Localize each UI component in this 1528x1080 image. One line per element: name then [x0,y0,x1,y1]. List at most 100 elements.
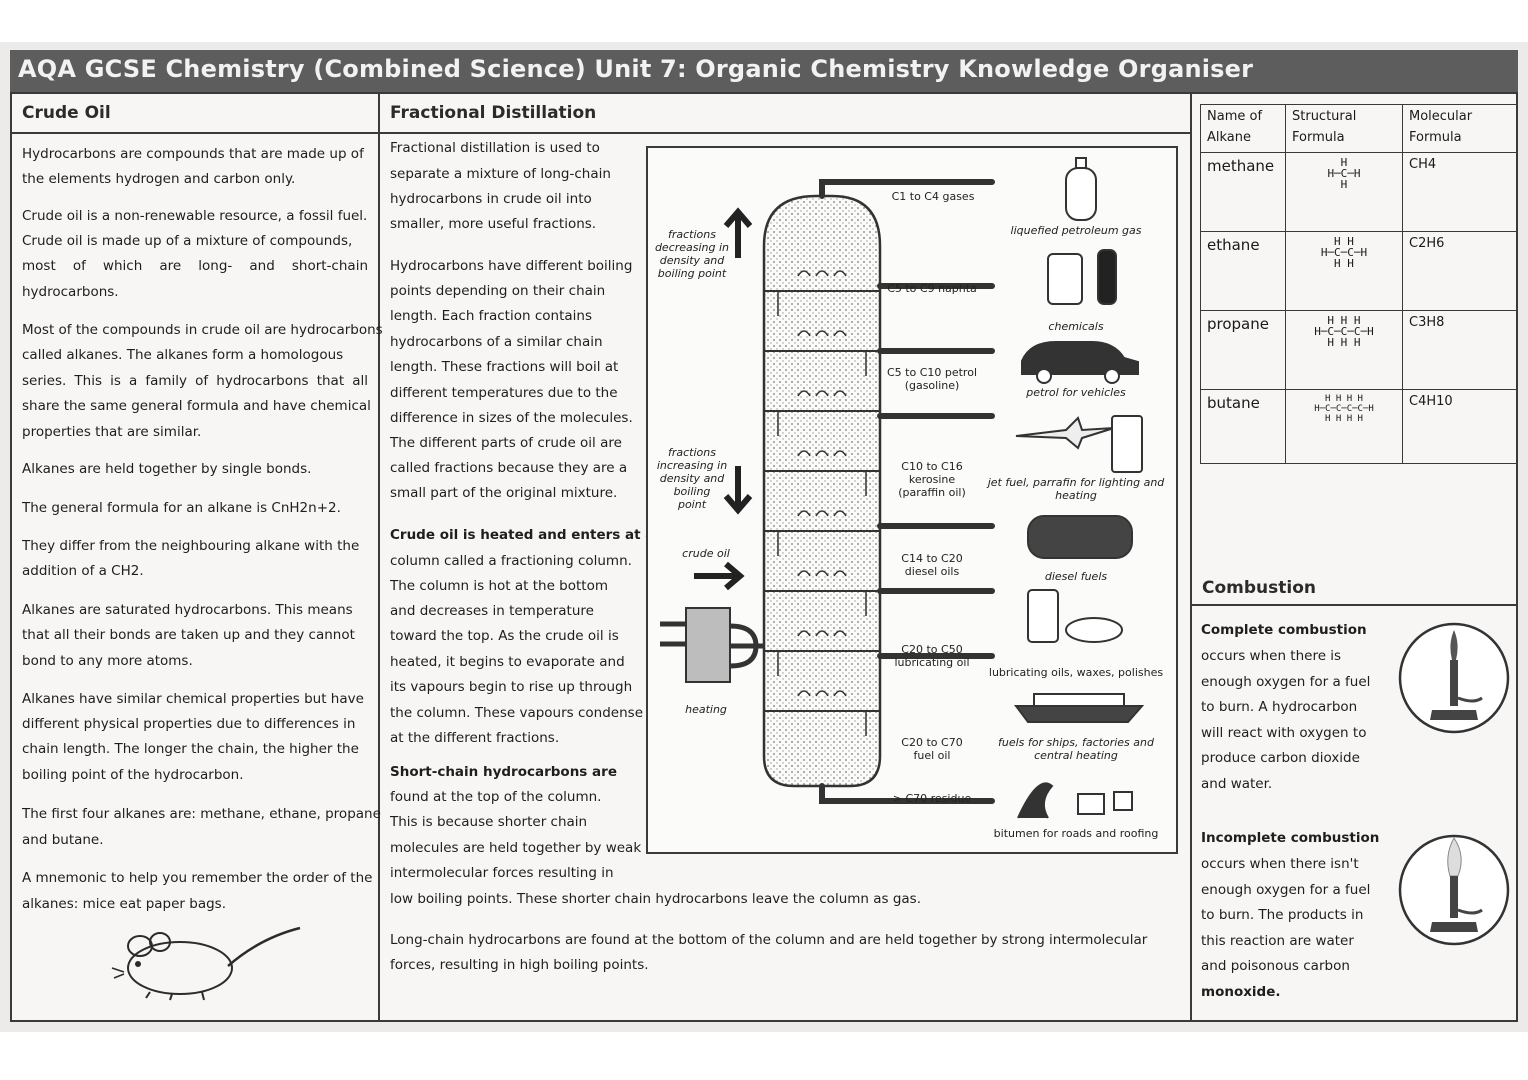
label-line: fractions [668,446,716,459]
label-line: C10 to C16 kerosine [901,460,963,486]
fd-text: the column. These vapours condense [390,705,643,721]
fraction-kerosine: C10 to C16 kerosine (paraffin oil) [880,460,984,499]
fd-text: Short-chain hydrocarbons are [390,764,617,780]
structural-formula-ethane: H H H─C─C─H H H [1285,231,1403,312]
crude-oil-label: crude oil [682,547,730,560]
use-bitumen: bitumen for roads and roofing [993,827,1159,840]
combustion-text: monoxide. [1201,984,1281,1000]
divider [378,92,380,1022]
molecular-formula: CH4 [1402,151,1518,233]
fd-text: points depending on their chain [390,283,606,299]
crude-oil-text: properties that are similar. [22,424,202,440]
use-jet-fuel: jet fuel, parrafin for lighting and heat… [980,476,1172,502]
label-line: diesel oils [904,565,960,578]
header-line: Structural [1292,109,1357,124]
header-line: Formula [1292,130,1345,145]
use-lpg: liquefied petroleum gas [1010,224,1142,237]
fd-text: called fractions because they are a [390,460,628,476]
crude-oil-text: boiling point of the hydrocarbon. [22,767,244,783]
crude-oil-text: share the same general formula and have … [22,398,371,414]
fraction-fuel-oil: C20 to C70 fuel oil [884,736,980,762]
bunsen-burner-yellow-flame-icon [1398,834,1510,946]
fraction-lubricating: C20 to C50 lubricating oil [884,643,980,669]
fd-text: separate a mixture of long-chain [390,166,611,182]
combustion-heading: Combustion [1202,578,1316,598]
label-line: central heating [1034,749,1118,762]
fd-text: This is because shorter chain [390,814,588,830]
label-line: boiling point [657,267,727,280]
fd-text: The different parts of crude oil are [390,435,622,451]
crude-oil-text: called alkanes. The alkanes form a homol… [22,347,344,363]
crude-oil-text: A mnemonic to help you remember the orde… [22,870,373,886]
label-line: decreasing in [654,241,730,254]
title-bar [10,50,1518,92]
fd-text: hydrocarbons of a similar chain [390,334,603,350]
crude-oil-text: different physical properties due to dif… [22,716,356,732]
fd-text: at the different fractions. [390,730,560,746]
combustion-text: Incomplete combustion [1201,830,1380,846]
combustion-text: and poisonous carbon [1201,958,1350,974]
structural-formula-propane: H H H H─C─C─C─H H H H [1285,310,1403,391]
combustion-text: Complete combustion [1201,622,1367,638]
fraction-diesel: C14 to C20 diesel oils [884,552,980,578]
combustion-text: to burn. A hydrocarbon [1201,699,1358,715]
fd-text: Crude oil is heated and enters at all [390,527,664,543]
crude-oil-text: chain length. The longer the chain, the … [22,741,359,757]
use-lubricating: lubricating oils, waxes, polishes [988,666,1164,679]
fraction-naphta: C5 to C9 naphta [887,282,977,295]
crude-oil-text: Crude oil is made up of a mixture of com… [22,233,353,249]
crude-oil-text: the elements hydrogen and carbon only. [22,171,296,187]
fd-text: The column is hot at the bottom [390,578,608,594]
fd-text: Hydrocarbons have different boiling [390,258,633,274]
fd-text: and decreases in temperature [390,603,594,619]
molecular-formula: C3H8 [1402,310,1518,391]
fd-text: column called a fractioning column. [390,553,632,569]
combustion-text: produce carbon dioxide [1201,750,1360,766]
use-fuel-oil: fuels for ships, factories and central h… [984,736,1168,762]
crude-oil-text: The general formula for an alkane is CnH… [22,500,341,516]
label-line: fractions [668,228,716,241]
crude-oil-text: series. This is a family of hydrocarbons… [22,373,368,389]
crude-oil-text: that all their bonds are taken up and th… [22,627,355,643]
crude-oil-text: alkanes: mice eat paper bags. [22,896,226,912]
crude-oil-text: Alkanes are held together by single bond… [22,461,312,477]
fd-text: length. Each fraction contains [390,308,592,324]
fd-text: Long-chain hydrocarbons are found at the… [390,932,1148,948]
label-line: C20 to C70 [901,736,963,749]
fd-text: its vapours begin to rise up through [390,679,633,695]
combustion-text: this reaction are water [1201,933,1354,949]
crude-oil-text: The first four alkanes are: methane, eth… [22,806,381,822]
molecular-formula: C4H10 [1402,389,1518,464]
crude-oil-text: They differ from the neighbouring alkane… [22,538,360,554]
table-row: propane H H H H─C─C─C─H H H H C3H8 [1200,310,1518,391]
label-line: jet fuel, parrafin for lighting and [987,476,1165,489]
fd-text: intermolecular forces resulting in [390,865,614,881]
fd-text: molecules are held together by weak [390,840,642,856]
fd-text: smaller, more useful fractions. [390,216,597,232]
bunsen-burner-blue-flame-icon [1398,622,1510,734]
combustion-text: occurs when there is [1201,648,1342,664]
mouse-illustration [111,926,301,1001]
combustion-text: and water. [1201,776,1273,792]
structural-formula-butane: H H H H H─C─C─C─C─H H H H H [1285,389,1403,464]
combustion-text: enough oxygen for a fuel [1201,674,1371,690]
header-line: Name of [1207,109,1263,124]
crude-oil-text: hydrocarbons. [22,284,119,300]
fd-text: forces, resulting in high boiling points… [390,957,649,973]
heating-label: heating [685,703,727,716]
alkane-name: propane [1200,310,1286,391]
label-line: C20 to C50 [901,643,963,656]
label-line: boiling [673,485,711,498]
fd-text: toward the top. As the crude oil is [390,628,619,644]
crude-oil-text: bond to any more atoms. [22,653,193,669]
alkane-name: ethane [1200,231,1286,312]
combustion-text: will react with oxygen to [1201,725,1367,741]
fraction-residue: > C70 residue [892,792,972,805]
crude-oil-text: most of which are long- and short-chain [22,258,368,274]
increasing-label: fractions increasing in density and boil… [650,446,734,511]
fd-text: Fractional distillation is used to [390,140,600,156]
fraction-gases: C1 to C4 gases [891,190,975,203]
fd-text: found at the top of the column. [390,789,602,805]
